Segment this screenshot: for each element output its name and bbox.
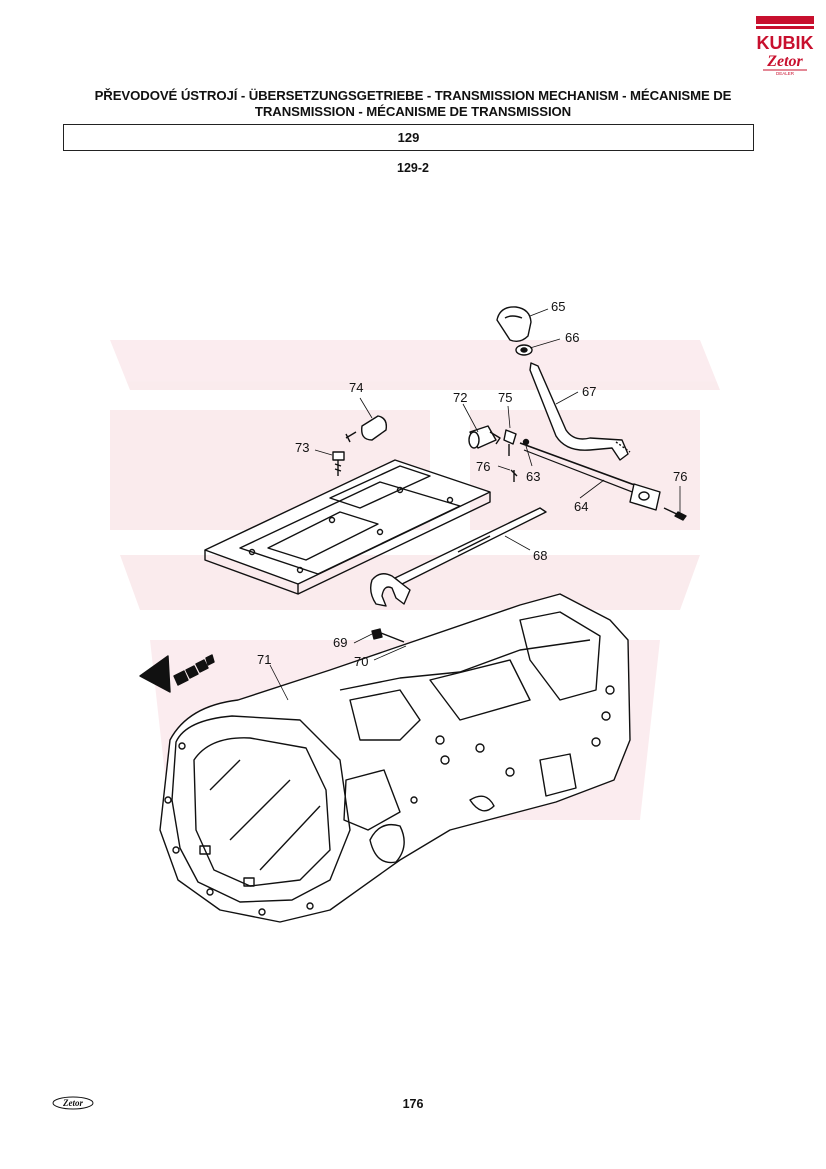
logo-dealer-text: DEALER — [776, 71, 795, 76]
part-74-switch — [345, 415, 388, 443]
kubik-zetor-logo: KUBIK Zetor DEALER — [756, 16, 814, 76]
part-72-sensor — [468, 425, 501, 449]
callout-68: 68 — [533, 548, 547, 563]
part-65-knob — [496, 306, 532, 343]
callout-63: 63 — [526, 469, 540, 484]
part-73-bolt — [332, 451, 345, 476]
part-64-rod — [519, 442, 687, 521]
title-line-2: TRANSMISSION - MÉCANISME DE TRANSMISSION — [254, 104, 572, 119]
part-75-pin — [503, 429, 517, 456]
leader-lines — [269, 308, 681, 701]
title-line-1: PŘEVODOVÉ ÚSTROJÍ - ÜBERSETZUNGSGETRIEBE… — [94, 88, 732, 103]
callout-72: 72 — [453, 390, 467, 405]
callout-69: 69 — [333, 635, 347, 650]
logo-kubik-text: KUBIK — [757, 33, 814, 53]
direction-arrow — [139, 654, 215, 693]
callout-73: 73 — [295, 440, 309, 455]
callout-76-right: 76 — [673, 469, 687, 484]
part-63-washer — [522, 438, 530, 446]
part-71-housing — [159, 593, 631, 923]
callout-74: 74 — [349, 380, 363, 395]
footer-zetor-logo: Zetor — [52, 1096, 94, 1110]
logo-zetor-text: Zetor — [766, 53, 803, 70]
callout-66: 66 — [565, 330, 579, 345]
part-76-screw-left — [510, 469, 518, 482]
section-number-box: 129 — [63, 124, 754, 151]
callout-labels: 65 66 67 74 72 75 73 76 63 76 64 68 69 7… — [257, 299, 687, 669]
part-68-selector — [369, 507, 547, 607]
callout-64: 64 — [574, 499, 588, 514]
callout-65: 65 — [551, 299, 565, 314]
callout-71: 71 — [257, 652, 271, 667]
footer-logo-text: Zetor — [62, 1098, 83, 1108]
subsection-number: 129-2 — [397, 161, 429, 175]
callout-67: 67 — [582, 384, 596, 399]
cover-plate — [204, 459, 491, 595]
callout-76-left: 76 — [476, 459, 490, 474]
part-67-lever — [529, 362, 631, 461]
part-66-nut — [515, 344, 533, 356]
part-69-bolt — [371, 628, 405, 643]
page-title: PŘEVODOVÉ ÚSTROJÍ - ÜBERSETZUNGSGETRIEBE… — [40, 88, 786, 120]
page-number: 176 — [402, 1097, 424, 1111]
callout-70: 70 — [354, 654, 368, 669]
callout-75: 75 — [498, 390, 512, 405]
